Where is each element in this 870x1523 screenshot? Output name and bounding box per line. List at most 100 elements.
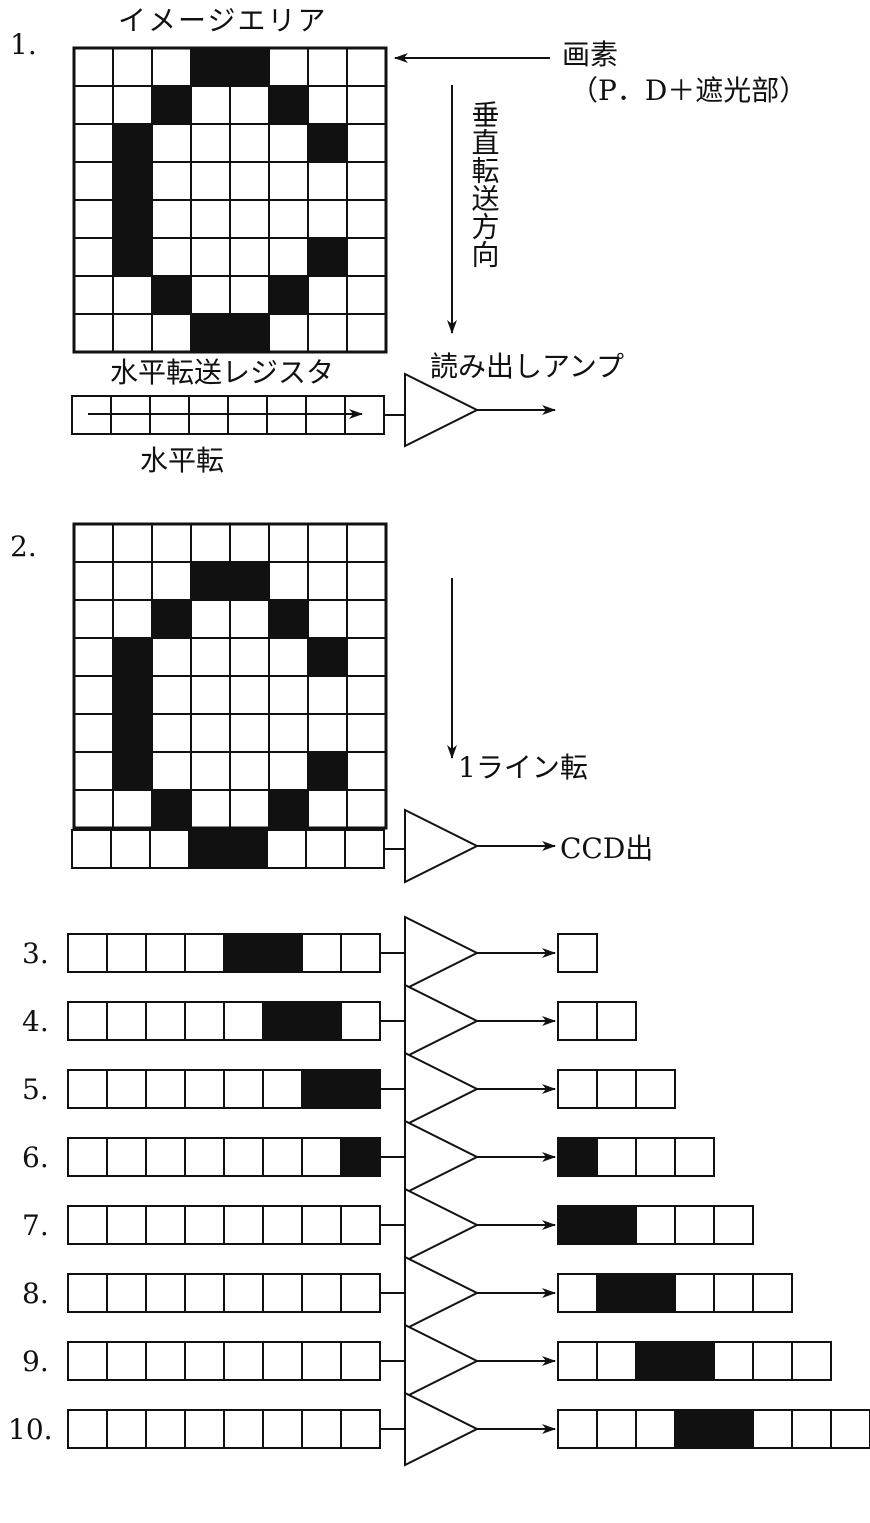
pixel-cell [112, 713, 153, 753]
pixel-cell [307, 561, 348, 601]
amplifier-symbol [404, 1323, 480, 1399]
amplifier-symbol [404, 372, 480, 448]
pixel-cell [151, 275, 192, 315]
output-cell [674, 1205, 715, 1245]
pixel-cell [229, 275, 270, 315]
step-number: 6. [22, 1141, 49, 1174]
pixel-cell [112, 523, 153, 563]
output-cell [557, 1137, 598, 1177]
pixel-cell [229, 789, 270, 829]
pixel-cell [346, 161, 387, 201]
pixel-cell [268, 47, 309, 87]
output-cell [596, 1001, 637, 1041]
pixel-cell [190, 523, 231, 563]
pixel-cell [346, 561, 387, 601]
register-cell [106, 1137, 147, 1177]
register-cell [106, 1409, 147, 1449]
readout-step: 9. [22, 1323, 832, 1399]
register-cell [106, 1341, 147, 1381]
pixel-cell [268, 561, 309, 601]
step-number: 8. [22, 1277, 49, 1310]
pixel-cell [307, 637, 348, 677]
readout-amp-label: 読み出しアンプ [430, 350, 624, 383]
register-cell [67, 1137, 108, 1177]
register-cell [301, 1409, 342, 1449]
pixel-cell [73, 275, 114, 315]
pixel-cell [73, 713, 114, 753]
register-cell [67, 933, 108, 973]
register-cell [67, 1273, 108, 1313]
pixel-cell [73, 237, 114, 277]
pixel-cell [190, 161, 231, 201]
register-cell [145, 1409, 186, 1449]
output-cell [596, 1341, 637, 1381]
pixel-cell [307, 275, 348, 315]
amplifier-symbol [404, 808, 480, 884]
output-cell [713, 1341, 754, 1381]
register-cell [145, 933, 186, 973]
pixel-cell [112, 237, 153, 277]
pixel-cell [229, 751, 270, 791]
readout-step: 6. [22, 1119, 715, 1195]
register-cell [71, 829, 112, 869]
pixel-cell [346, 713, 387, 753]
amplifier-symbol [404, 1051, 480, 1127]
image-area-grid [72, 522, 388, 830]
register-cell [145, 1273, 186, 1313]
pixel-cell [190, 123, 231, 163]
register-cell [223, 1273, 264, 1313]
output-cell [752, 1273, 793, 1313]
register-cell [340, 933, 381, 973]
pixel-cell [151, 47, 192, 87]
pixel-cell [151, 789, 192, 829]
register-cell [184, 1273, 225, 1313]
readout-step: 8. [22, 1255, 793, 1331]
readout-amp [404, 808, 556, 884]
output-cell [557, 1341, 598, 1381]
pixel-cell [112, 599, 153, 639]
pixel-cell [346, 523, 387, 563]
register-cell [106, 1273, 147, 1313]
pixel-cell [307, 85, 348, 125]
output-cell [557, 1409, 598, 1449]
readout-amp [404, 372, 556, 448]
pixel-cell [229, 637, 270, 677]
pixel-cell [229, 713, 270, 753]
register-cell [223, 1001, 264, 1041]
pixel-cell [112, 789, 153, 829]
output-cell [674, 1137, 715, 1177]
register-cell [340, 1409, 381, 1449]
pixel-cell [73, 675, 114, 715]
register-cell [301, 1137, 342, 1177]
output-cell [635, 1341, 676, 1381]
pixel-cell [190, 637, 231, 677]
output-cell [596, 1409, 637, 1449]
register-cell [223, 1137, 264, 1177]
pixel-cell [268, 85, 309, 125]
output-cell [713, 1273, 754, 1313]
register-cell [340, 1341, 381, 1381]
pixel-cell [73, 47, 114, 87]
image-area-grid [72, 46, 388, 354]
output-cell [596, 1273, 637, 1313]
pixel-cell [307, 313, 348, 353]
pixel-cell [346, 751, 387, 791]
register-cell [145, 1341, 186, 1381]
image-area-label: イメージエリア [118, 4, 327, 37]
register-cell [340, 1273, 381, 1313]
pixel-cell [268, 161, 309, 201]
line-transfer-label: 1ライン転 [458, 751, 588, 784]
pixel-cell [151, 561, 192, 601]
readout-step: 4. [22, 983, 637, 1059]
pixel-cell [112, 637, 153, 677]
step-2: 2. 1ライン転 CCD出 [10, 522, 653, 884]
register-cell [184, 1069, 225, 1109]
output-cell [557, 1069, 598, 1109]
pixel-cell [190, 675, 231, 715]
register-cell [262, 1001, 303, 1041]
horizontal-transfer-label: 水平転 [140, 444, 224, 477]
output-cell [674, 1409, 715, 1449]
pixel-cell [268, 275, 309, 315]
register-cell [106, 933, 147, 973]
